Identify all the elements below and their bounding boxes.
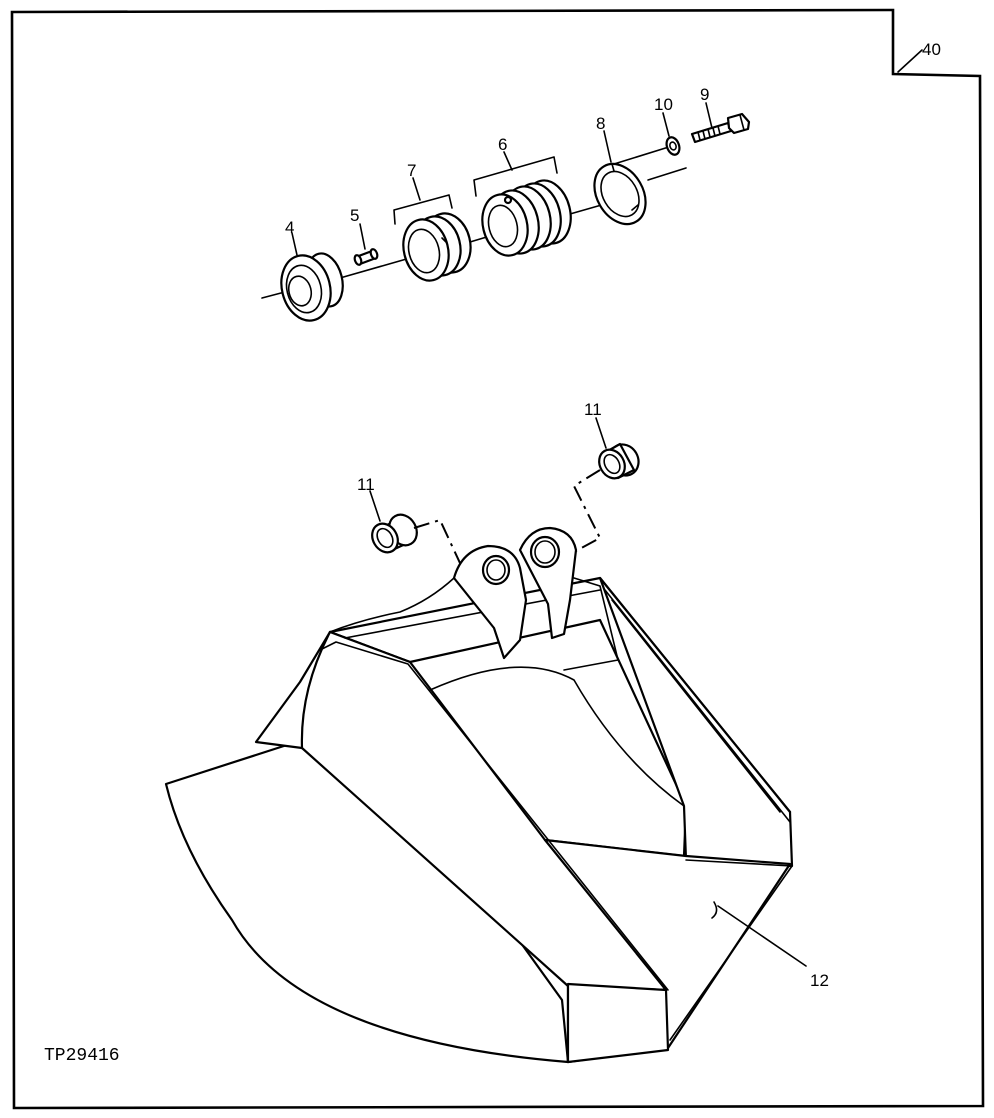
seal-part-4 — [280, 252, 344, 322]
bushing-right-centerline — [572, 469, 602, 553]
bracket-part-7 — [393, 194, 453, 225]
callout-11-left: 11 — [357, 475, 375, 494]
page-frame — [10, 8, 985, 1110]
pin-assembly — [261, 102, 751, 322]
shim-part-8 — [593, 162, 647, 226]
dowel-pin-part-5 — [353, 248, 379, 266]
callout-8: 8 — [596, 114, 605, 133]
callout-5: 5 — [350, 206, 359, 225]
callout-10: 10 — [654, 95, 673, 114]
page-reference-label: 40 — [922, 40, 941, 59]
callout-12: 12 — [810, 971, 829, 990]
callout-11-right: 11 — [584, 400, 602, 419]
bearing-group-part-6 — [481, 179, 572, 257]
cap-screw-part-9 — [690, 112, 751, 144]
callout-9: 9 — [700, 85, 709, 104]
bushing-part-11-right — [598, 442, 640, 480]
lock-washer-part-10 — [665, 136, 681, 156]
figure-code: TP29416 — [44, 1046, 120, 1066]
bucket-part-12 — [164, 526, 807, 1064]
page-reference: 40 — [897, 40, 941, 73]
callout-7: 7 — [407, 161, 416, 180]
bracket-part-6 — [473, 156, 558, 197]
callout-4: 4 — [285, 218, 294, 237]
seal-group-part-7 — [402, 212, 472, 282]
callout-6: 6 — [498, 135, 507, 154]
bushing-part-11-left — [371, 513, 418, 554]
